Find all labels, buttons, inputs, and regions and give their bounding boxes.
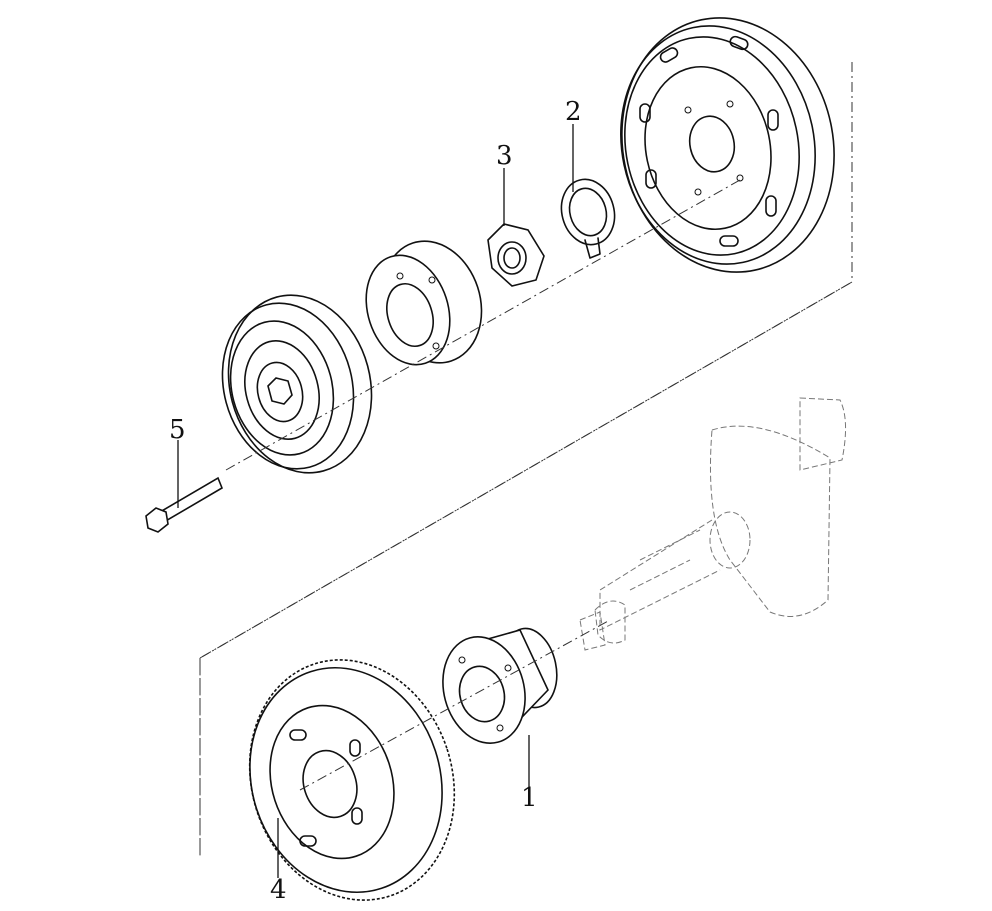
bolt	[145, 476, 223, 533]
callout-3: 3	[496, 141, 513, 171]
flange-hub	[442, 627, 558, 744]
crankshaft-pulley	[221, 294, 373, 474]
leader-lines	[177, 124, 574, 878]
hex-nut	[487, 223, 545, 287]
axis-lines	[225, 179, 741, 791]
callout-1: 1	[521, 783, 538, 813]
callout-2: 2	[565, 97, 582, 127]
callout-4: 4	[270, 875, 287, 905]
bevel-gear	[248, 659, 456, 901]
assembly-boundary	[199, 62, 853, 858]
crankshaft-ghost	[579, 397, 846, 651]
callout-5: 5	[169, 415, 186, 445]
large-pulley	[620, 17, 835, 273]
pulley-hub	[365, 240, 483, 366]
lock-washer	[560, 178, 616, 259]
